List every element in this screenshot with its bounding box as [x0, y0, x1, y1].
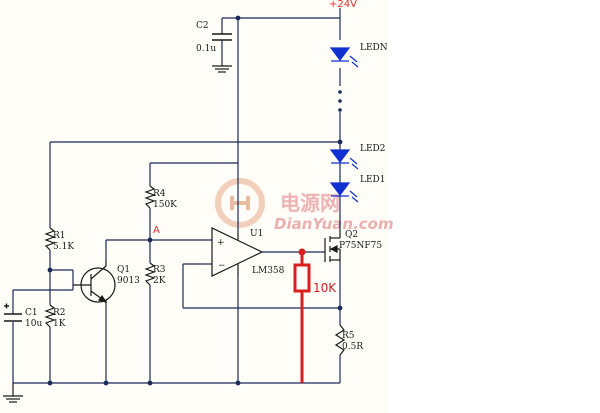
r3-name: R3 — [153, 265, 166, 275]
supply-label: +24V — [329, 0, 357, 10]
led-chain — [329, 47, 359, 203]
opamp-plus-sign: + — [217, 238, 225, 248]
q2-value: P75NF75 — [339, 241, 382, 251]
resistor-r2 — [44, 304, 56, 328]
component-labels: C2 0.1u LEDN LED2 LED1 R1 5.1K R2 1K R4 … — [25, 21, 388, 352]
r1-value: 5.1K — [53, 242, 74, 252]
watermark-en: DianYuan.com — [274, 215, 394, 233]
transistor-q1 — [73, 260, 116, 304]
resistor-r1 — [44, 227, 56, 251]
resistor-r3 — [144, 262, 156, 286]
watermark-cn: 电源网 — [280, 191, 340, 215]
resistor-r5 — [334, 324, 346, 356]
r2-name: R2 — [53, 308, 66, 318]
c1-value: 10u — [25, 319, 42, 329]
mosfet-q2 — [324, 230, 341, 262]
led2-icon — [329, 149, 351, 163]
ground-symbol-main — [3, 383, 23, 403]
r2-value: 1K — [53, 319, 66, 329]
capacitor-c2 — [212, 33, 232, 41]
added-resistor-10k — [293, 248, 311, 383]
u1-name: U1 — [250, 229, 263, 239]
r5-name: R5 — [342, 331, 355, 341]
ground-symbol-c2 — [212, 65, 232, 73]
junctions — [47, 15, 343, 386]
ledn-icon — [329, 47, 351, 61]
c2-name: C2 — [196, 21, 209, 31]
node-a-label: A — [153, 225, 160, 236]
schematic-paper — [0, 0, 388, 413]
opamp-u1 — [211, 227, 264, 277]
c1-name: C1 — [25, 308, 38, 318]
r4-value: 150K — [153, 200, 177, 210]
r1-name: R1 — [53, 231, 66, 241]
led1-icon — [329, 182, 351, 196]
u1-value: LM358 — [252, 266, 285, 276]
capacitor-c1 — [4, 303, 22, 322]
r4-name: R4 — [153, 189, 166, 199]
opamp-minus-sign: − — [218, 261, 226, 271]
q2-name: Q2 — [345, 230, 358, 240]
watermark: 电源网 DianYuan.com — [215, 178, 394, 233]
q1-name: Q1 — [117, 265, 130, 275]
resistor-r4 — [144, 185, 156, 209]
led2-label: LED2 — [360, 144, 386, 154]
ledn-label: LEDN — [360, 43, 388, 53]
resistors — [44, 185, 346, 356]
c2-value: 0.1u — [196, 44, 216, 54]
r5-value: 0.5R — [342, 342, 363, 352]
r3-value: 2K — [153, 276, 166, 286]
q1-value: 9013 — [117, 276, 140, 286]
watermark-plug-icon — [215, 178, 265, 228]
led1-label: LED1 — [360, 175, 386, 185]
added-resistor-label: 10K — [313, 281, 337, 295]
